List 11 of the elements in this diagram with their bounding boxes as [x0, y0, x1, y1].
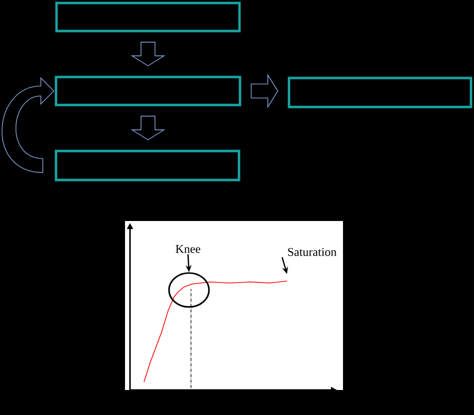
graph-label: Saturation — [288, 248, 336, 256]
curved-arrow — [2, 78, 54, 173]
knee-circle — [168, 272, 210, 308]
block-arrow — [130, 42, 166, 66]
process-box — [54, 76, 242, 106]
block-arrow — [130, 116, 166, 140]
process-box — [54, 150, 240, 182]
block-arrow — [250, 74, 278, 108]
graph-label: Knee — [176, 245, 200, 253]
process-box — [288, 76, 472, 108]
process-box — [55, 2, 241, 32]
